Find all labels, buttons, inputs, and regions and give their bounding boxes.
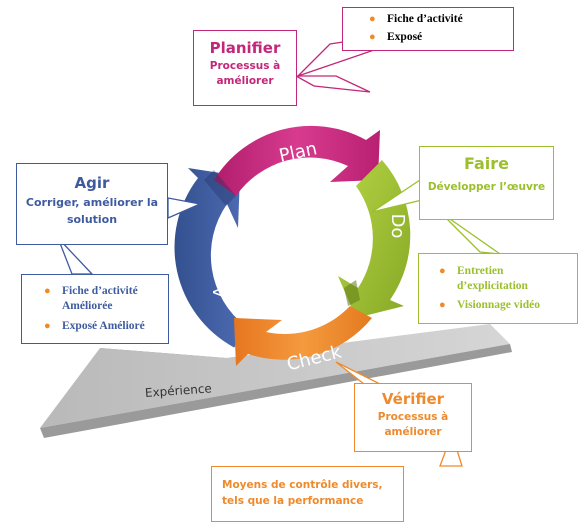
agir-subtitle-1: Corriger, améliorer la [25, 196, 159, 209]
bullet-dot: ● [44, 285, 51, 297]
ramp-front [40, 344, 512, 438]
planifier-pointer [293, 75, 371, 93]
planifier-subtitle-1: Processus à [209, 60, 281, 72]
faire-subtitle: Développer l’œuvre [427, 181, 546, 193]
planifier-bullet-2: ● Exposé [369, 31, 423, 43]
agir-box: Agir Corriger, améliorer la solution [16, 163, 168, 245]
ramp-top [40, 324, 510, 428]
bullet-dot: ● [44, 320, 51, 332]
check-segment [234, 306, 372, 366]
agir-bullet-1: ● Fiche d’activité Améliorée [44, 285, 138, 312]
bullet-dot: ● [369, 13, 376, 25]
verifier-title: Vérifier [381, 390, 445, 408]
do-label: Do [387, 214, 408, 239]
agir-title: Agir [74, 174, 110, 192]
action-fold [204, 170, 236, 206]
planifier-bullet-1: ● Fiche d’activité [369, 13, 463, 25]
planifier-title: Planifier [209, 39, 281, 57]
experience-ramp [40, 324, 512, 438]
bullet-dot: ● [439, 299, 446, 311]
verifier-subtitle-1: Processus à [377, 411, 449, 423]
agir-pointer [167, 197, 203, 219]
verifier-note-box: Moyens de contrôle divers, tels que la p… [211, 466, 404, 522]
plan-segment [214, 125, 380, 196]
bullet-dot: ● [369, 31, 376, 43]
agir-bullets-box: ● Fiche d’activité Améliorée ● Exposé Am… [21, 274, 169, 344]
faire-bullet-1: ● Entretien d’explicitation [439, 265, 528, 292]
bullet-dot: ● [439, 265, 446, 277]
verifier-note-1: Moyens de contrôle divers, [222, 479, 383, 491]
do-fold [344, 280, 360, 306]
faire-bullets-box: ● Entretien d’explicitation ● Visionnage… [418, 253, 578, 324]
verifier-box: Vérifier Processus à améliorer [354, 383, 472, 452]
planifier-subtitle-2: améliorer [216, 75, 274, 87]
verifier-note-2: tels que la performance [222, 495, 364, 507]
faire-title: Faire [463, 154, 509, 173]
faire-bullet-2: ● Visionnage vidéo [439, 299, 540, 311]
faire-box: Faire Développer l’œuvre [419, 146, 554, 220]
planifier-box: Planifier Processus à améliorer [193, 30, 297, 106]
planifier-bullets-box: ● Fiche d’activité ● Exposé [342, 7, 514, 51]
ramp-label: Expérience [145, 381, 213, 400]
action-label: Action [210, 242, 231, 298]
pdca-ring: Plan Do Check Action [174, 125, 411, 375]
action-segment [174, 168, 246, 348]
agir-bullet-2: ● Exposé Amélioré [44, 320, 145, 332]
verifier-subtitle-2: améliorer [384, 426, 442, 438]
agir-subtitle-2: solution [66, 213, 118, 226]
